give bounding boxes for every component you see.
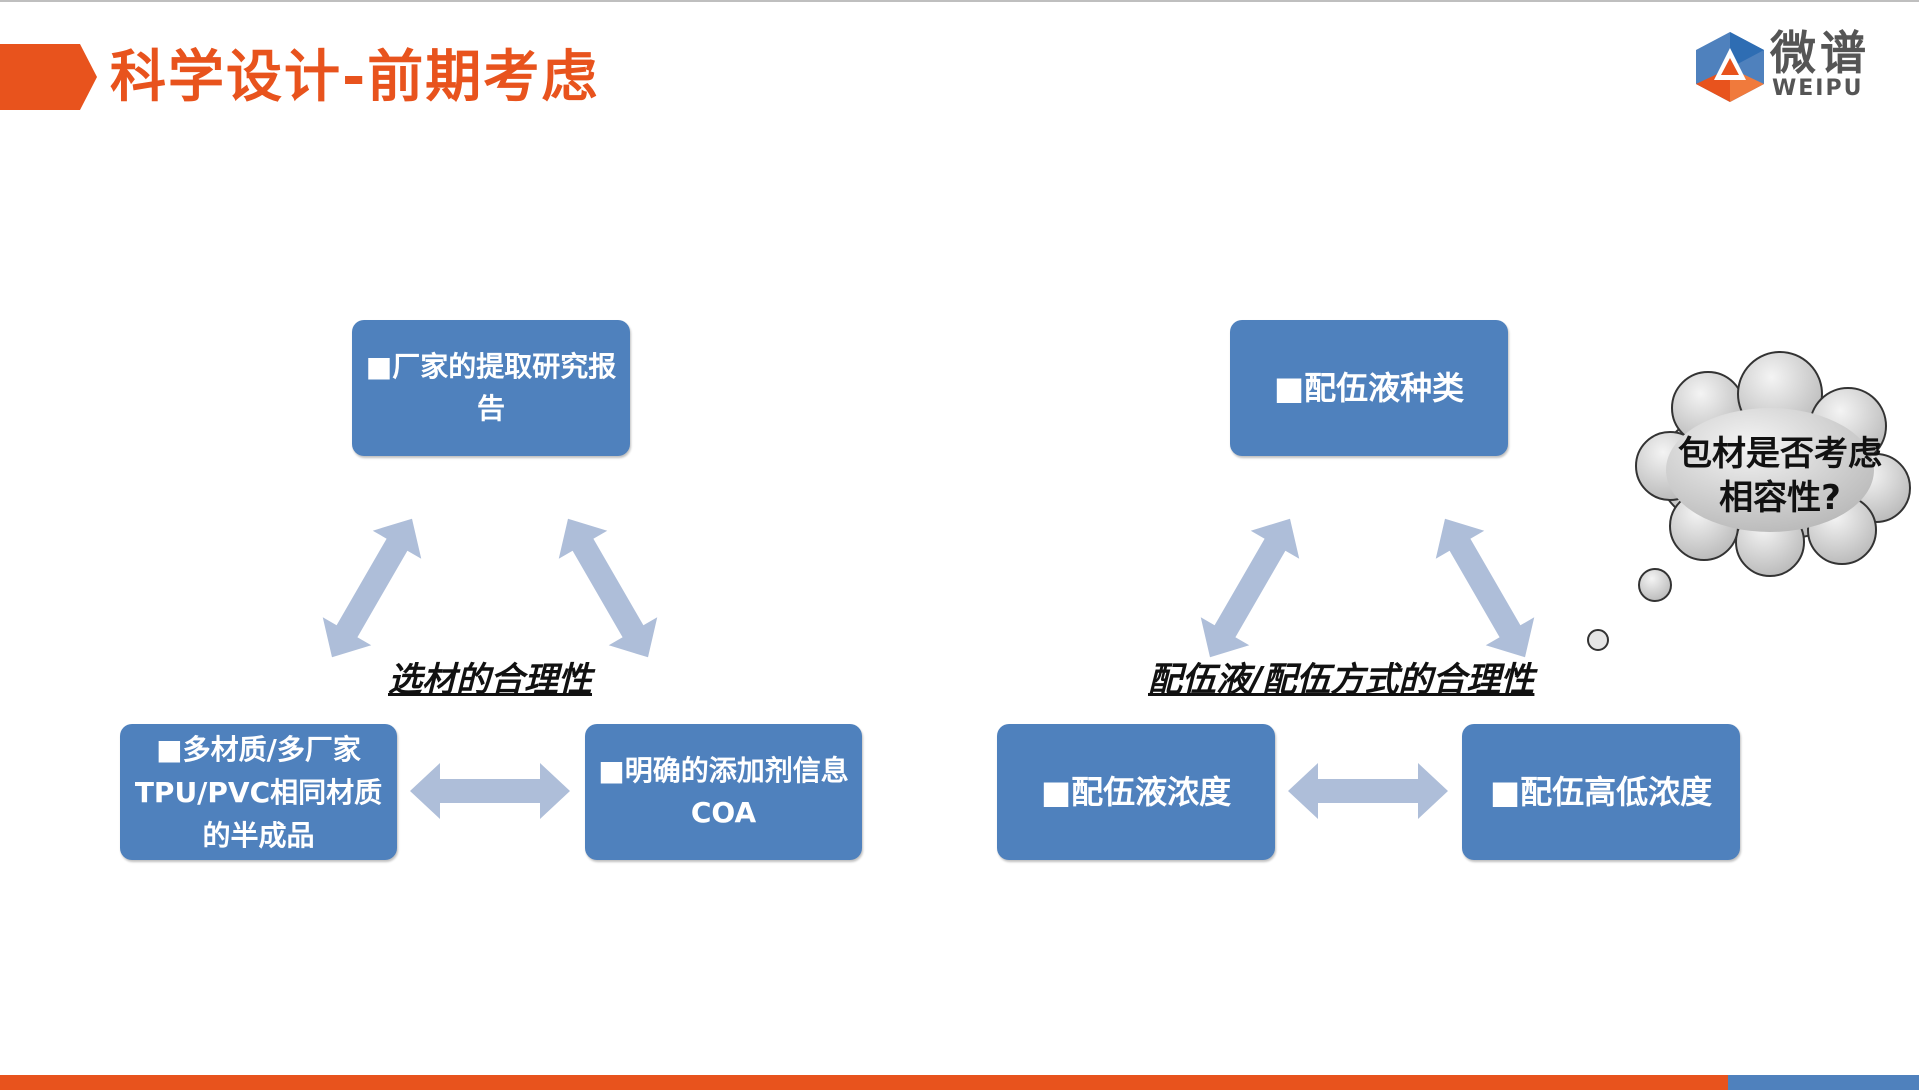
box-multi-material-line2: TPU/PVC相同材质	[134, 775, 383, 809]
box-solution-types-label: ■配伍液种类	[1273, 369, 1465, 407]
arrow-right-diag-1	[1185, 504, 1315, 672]
top-divider	[0, 0, 1919, 2]
box-solution-types: ■配伍液种类	[1230, 320, 1508, 456]
box-extraction-report-line1: ■厂家的提取研究报	[365, 350, 617, 383]
logo-name: 微谱	[1770, 26, 1870, 80]
thought-bubble-line2: 相容性?	[1719, 478, 1841, 518]
caption-solution-rationality: 配伍液/配伍方式的合理性	[1148, 660, 1535, 700]
box-extraction-report: ■厂家的提取研究报 告	[352, 320, 630, 456]
box-extraction-report-line2: 告	[476, 392, 505, 425]
page-title: 科学设计-前期考虑	[110, 45, 600, 110]
logo-mark-icon	[1696, 32, 1764, 102]
title-accent-bar	[0, 44, 97, 110]
box-multi-material: ■多材质/多厂家 TPU/PVC相同材质 的半成品	[120, 724, 397, 860]
box-additive-info-line1: ■明确的添加剂信息	[598, 754, 849, 787]
box-additive-info-line2: COA	[690, 796, 757, 829]
box-high-low-concentration: ■配伍高低浓度	[1462, 724, 1740, 860]
footer-bar	[0, 1075, 1919, 1090]
thought-bubble-line1: 包材是否考虑	[1678, 434, 1882, 474]
thought-bubble-text: 包材是否考虑 相容性?	[1650, 432, 1910, 520]
arrow-right-horizontal	[1288, 763, 1448, 819]
box-additive-info: ■明确的添加剂信息 COA	[585, 724, 862, 860]
box-multi-material-line3: 的半成品	[202, 818, 315, 852]
footer-blue-segment	[1728, 1075, 1919, 1090]
thought-dot-small-icon	[1587, 629, 1609, 651]
box-multi-material-line1: ■多材质/多厂家	[156, 732, 361, 766]
box-solution-concentration-label: ■配伍液浓度	[1040, 773, 1232, 811]
box-solution-concentration: ■配伍液浓度	[997, 724, 1275, 860]
logo-sub: WEIPU	[1772, 76, 1864, 101]
box-high-low-concentration-label: ■配伍高低浓度	[1489, 773, 1713, 811]
arrow-left-horizontal	[410, 763, 570, 819]
footer-orange-segment	[0, 1075, 1728, 1090]
arrow-left-diag-1	[307, 504, 437, 672]
arrow-right-diag-2	[1420, 504, 1550, 672]
arrow-left-diag-2	[543, 504, 673, 672]
thought-cloud-icon	[1635, 351, 1911, 602]
weipu-logo: 微谱 WEIPU	[1692, 26, 1892, 108]
caption-material-rationality: 选材的合理性	[388, 660, 592, 700]
